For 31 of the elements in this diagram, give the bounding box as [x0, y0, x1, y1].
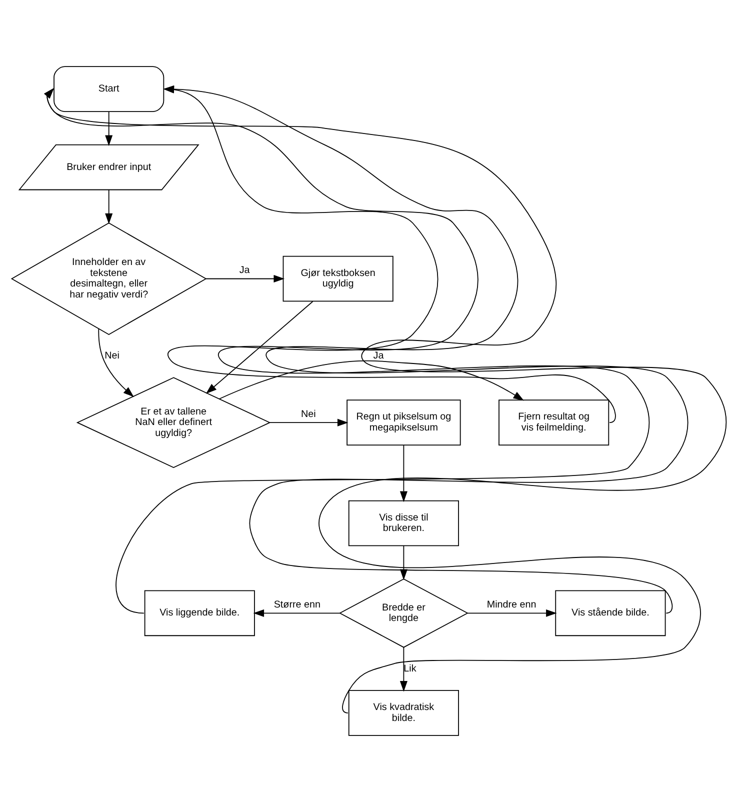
arrow [206, 301, 314, 394]
edge-label: Nei [104, 350, 120, 362]
node-box: Vis disse til brukeren. [348, 500, 459, 546]
edge-label: Nei [301, 409, 316, 420]
arrow [98, 328, 134, 398]
edge-label: Mindre enn [486, 600, 536, 611]
node-box: Fjern resultat og vis feilmelding. [498, 400, 610, 446]
node-box: Gjør tekstboksen ugyldig [282, 256, 394, 302]
arrow [218, 360, 524, 401]
edge-label: Lik [404, 663, 416, 674]
node-box: Vis liggende bilde. [144, 590, 255, 636]
arrow [44, 88, 650, 614]
arrow [269, 418, 348, 426]
arrow [400, 647, 408, 692]
node-diamond: Bredde er lengde [338, 578, 468, 648]
arrow [400, 444, 408, 502]
edge-label: Ja [239, 265, 250, 276]
node-diamond: Er et av tallene NaN eller definert ugyldig? [76, 377, 271, 468]
node-box: Regn ut pikselsum og megapikselsum [346, 400, 461, 446]
arrow [467, 609, 557, 617]
node-diamond: Inneholder en av tekstene desimaltegn, eller har negativ verdi? [10, 222, 207, 335]
arrow [253, 609, 340, 617]
node-box: Vis stående bilde. [555, 590, 666, 636]
edge-label: Ja [373, 350, 384, 362]
edge-label: Større enn [274, 600, 321, 611]
node-box: Vis kvadratisk bilde. [348, 690, 459, 736]
node-box: Start [54, 66, 164, 112]
arrow [105, 189, 113, 224]
arrow [44, 88, 727, 714]
arrow [105, 111, 113, 146]
arrow [206, 274, 285, 283]
